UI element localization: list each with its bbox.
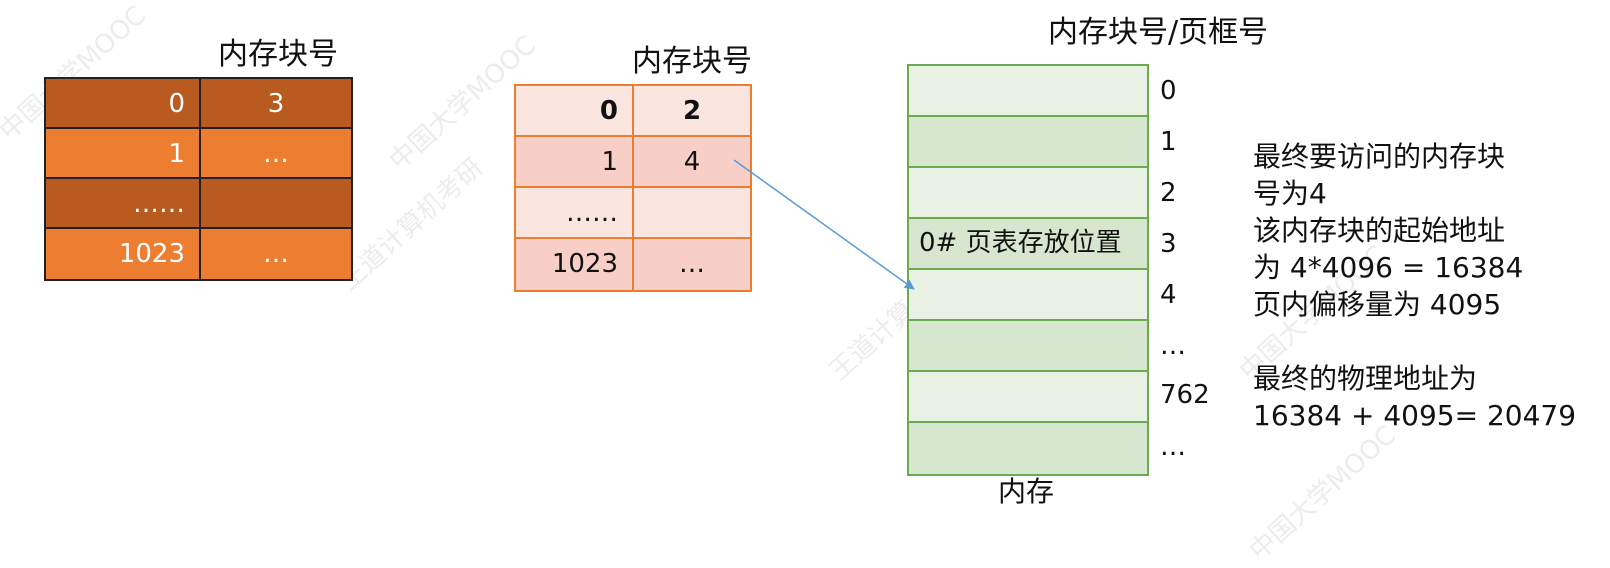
- table-cell: …: [201, 129, 351, 177]
- note-line: 号为4: [1253, 177, 1327, 210]
- note-line: 页内偏移量为 4095: [1253, 288, 1502, 321]
- table-row: 0 2: [516, 86, 750, 137]
- memory-block-page-table: 0# 页表存放位置: [909, 219, 1147, 270]
- table-row: 1 …: [46, 129, 351, 179]
- block-index: 762: [1160, 380, 1210, 410]
- table-cell: 1023: [46, 229, 201, 279]
- table-cell: 2: [634, 86, 750, 135]
- note-line: 为 4*4096 = 16384: [1253, 251, 1524, 284]
- table-row: 1023 …: [46, 229, 351, 279]
- table2: 0 2 1 4 …… 1023 …: [514, 84, 752, 292]
- block-index: …: [1160, 432, 1186, 462]
- note-line: 最终要访问的内存块: [1253, 140, 1506, 173]
- memory-block: [909, 372, 1147, 423]
- block-index: 1: [1160, 127, 1177, 157]
- table-cell: 0: [46, 79, 201, 127]
- note-line: 16384 + 4095= 20479: [1253, 399, 1577, 432]
- table-row: 1 4: [516, 137, 750, 188]
- block-index: 3: [1160, 229, 1177, 259]
- table-cell: ……: [516, 188, 634, 237]
- memory-header: 内存块号/页框号: [1048, 15, 1269, 50]
- table-cell: 1023: [516, 239, 634, 290]
- block-index: …: [1160, 331, 1186, 361]
- table-cell: 1: [46, 129, 201, 177]
- note-line: 该内存块的起始地址: [1253, 214, 1506, 247]
- table-cell: …: [201, 229, 351, 279]
- memory-label: 内存: [998, 475, 1055, 508]
- table-row: ……: [46, 179, 351, 229]
- table-cell: [201, 179, 351, 227]
- block-index: 4: [1160, 280, 1177, 310]
- memory-block: [909, 423, 1147, 474]
- table2-header: 内存块号: [632, 44, 752, 79]
- table-cell: [634, 188, 750, 237]
- memory-column: 0# 页表存放位置: [907, 64, 1149, 476]
- table1: 0 3 1 … …… 1023 …: [44, 77, 353, 281]
- note-line: 最终的物理地址为: [1253, 362, 1478, 395]
- table-cell: 1: [516, 137, 634, 186]
- table-cell: 3: [201, 79, 351, 127]
- table-cell: ……: [46, 179, 201, 227]
- memory-block: [909, 117, 1147, 168]
- table1-header: 内存块号: [218, 37, 338, 72]
- table-row: ……: [516, 188, 750, 239]
- memory-block: [909, 321, 1147, 372]
- table-cell: 0: [516, 86, 634, 135]
- table-row: 0 3: [46, 79, 351, 129]
- watermark: 中国大学MOOC: [1244, 420, 1402, 567]
- memory-block: [909, 270, 1147, 321]
- table-cell: …: [634, 239, 750, 290]
- block-index: 2: [1160, 178, 1177, 208]
- table-cell: 4: [634, 137, 750, 186]
- block-index: 0: [1160, 76, 1177, 106]
- memory-block: [909, 168, 1147, 219]
- table-row: 1023 …: [516, 239, 750, 290]
- memory-block: [909, 66, 1147, 117]
